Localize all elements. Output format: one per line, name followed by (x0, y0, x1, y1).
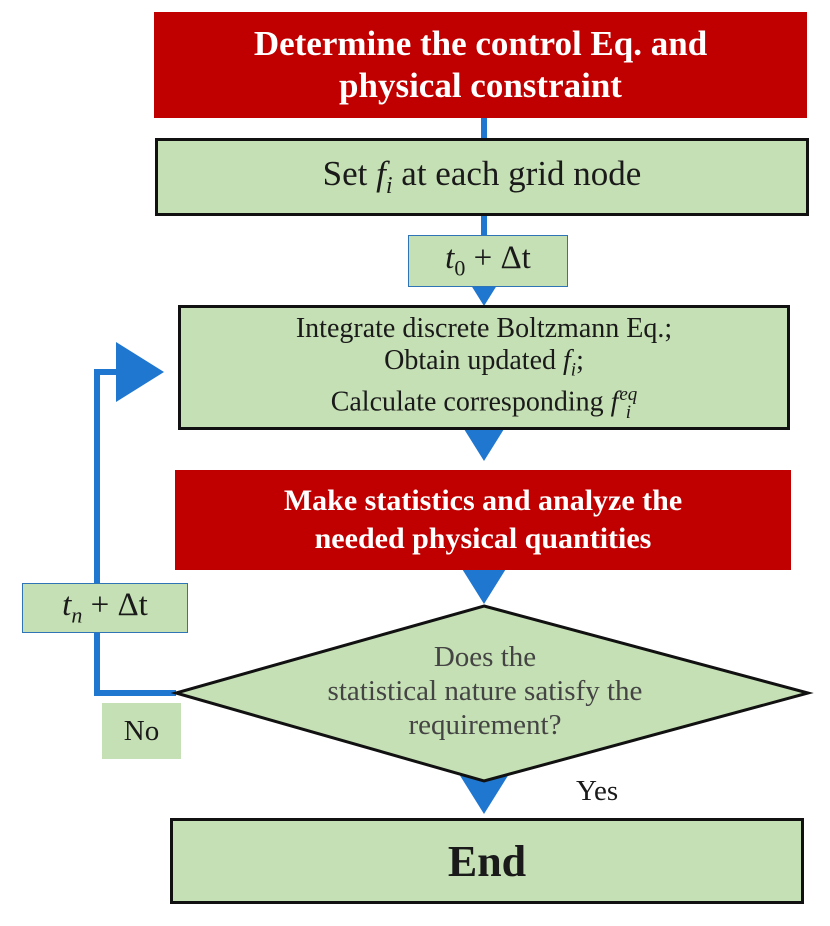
start-line-1: Determine the control Eq. and (253, 24, 708, 63)
stats-box: Make statistics and analyze the needed p… (175, 470, 791, 570)
end-box: End (170, 818, 804, 904)
t0-var: t (445, 240, 455, 277)
set-fi-var: f (376, 154, 386, 193)
integrate-line-2: Obtain updated (384, 344, 563, 376)
integrate-line-3-sup: eq (619, 384, 638, 406)
t0-sub: 0 (454, 255, 466, 281)
stats-line-2: needed physical quantities (314, 522, 652, 555)
start-line-2: physical constraint (339, 66, 622, 105)
set-fi-tail: at each grid node (392, 154, 642, 193)
tn-tail: + Δt (82, 587, 148, 624)
set-fi-box: Set fi at each grid node (155, 138, 809, 216)
yes-label: Yes (576, 775, 619, 807)
tn-sub: n (71, 602, 83, 628)
set-fi-sub: i (385, 173, 393, 199)
start-box: Determine the control Eq. and physical c… (154, 12, 807, 118)
integrate-line-2-tail: ; (576, 344, 584, 376)
no-text: No (123, 714, 160, 747)
integrate-line-1: Integrate discrete Boltzmann Eq.; (295, 312, 673, 344)
t0-tail: + Δt (465, 240, 531, 277)
integrate-line-3: Calculate corresponding (330, 386, 611, 418)
tn-box: tn + Δt (22, 583, 188, 633)
integrate-line-2-var: f (563, 344, 571, 376)
decision-line-3: requirement? (408, 709, 562, 741)
integrate-line-2-sub: i (570, 359, 577, 381)
decision-text: Does the statistical nature satisfy the … (250, 640, 720, 742)
tn-var: t (62, 587, 72, 624)
integrate-line-3-sub: i (625, 402, 631, 424)
t0-box: t0 + Δt (408, 235, 568, 287)
stats-line-1: Make statistics and analyze the (283, 484, 683, 517)
decision-line-2: statistical nature satisfy the (327, 675, 643, 707)
end-text: End (447, 836, 527, 886)
integrate-box: Integrate discrete Boltzmann Eq.; Obtain… (178, 305, 790, 430)
integrate-line-3-var: f (610, 386, 619, 418)
decision-line-1: Does the (433, 641, 537, 673)
loop-connector (94, 342, 176, 696)
no-label: No (102, 703, 181, 759)
decision-diamond (170, 604, 814, 783)
set-fi-prefix: Set (322, 154, 377, 193)
